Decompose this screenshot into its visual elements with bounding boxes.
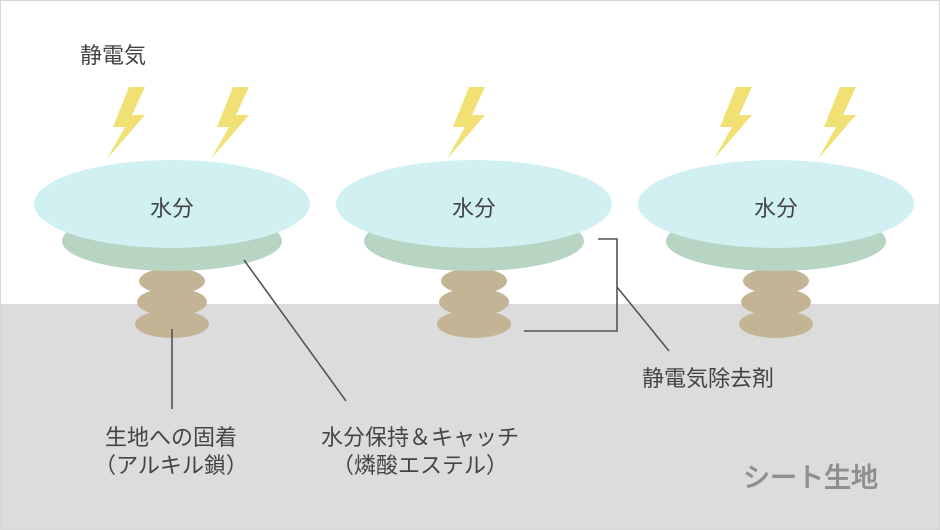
antistatic-molecule-2 bbox=[336, 160, 612, 338]
leader-line-antistatic-agent bbox=[616, 286, 670, 352]
water-label: 水分 bbox=[451, 197, 496, 222]
static-electricity-label: 静電気 bbox=[80, 44, 147, 69]
alkyl-chain-segment bbox=[137, 288, 207, 316]
alkyl-chain-segment bbox=[441, 268, 507, 294]
alkyl-chain-segment bbox=[135, 310, 209, 338]
anchor-label: 生地への固着 （アルキル鎖） bbox=[71, 425, 271, 480]
lightning-bolt-icon bbox=[211, 87, 249, 159]
water-label: 水分 bbox=[149, 197, 194, 222]
lightning-bolt-icon bbox=[107, 87, 145, 159]
leader-line-moisture bbox=[243, 259, 347, 402]
alkyl-chain-segment bbox=[139, 268, 205, 294]
antistatic-molecule-1 bbox=[34, 160, 310, 338]
moisture-label-line2: （燐酸エステル） bbox=[331, 453, 508, 479]
fabric-surface bbox=[1, 304, 939, 529]
water-label: 水分 bbox=[753, 197, 798, 222]
water-droplet bbox=[336, 160, 612, 248]
anchor-label-line2: （アルキル鎖） bbox=[94, 453, 248, 479]
moisture-label-line1: 水分保持＆キャッチ bbox=[320, 426, 519, 451]
alkyl-chain-segment bbox=[743, 268, 809, 294]
water-droplet bbox=[638, 160, 914, 248]
alkyl-chain-segment bbox=[739, 310, 813, 338]
lightning-bolt-icon bbox=[714, 87, 752, 159]
lightning-bolt-icon bbox=[447, 87, 485, 159]
bracket-antistatic-agent bbox=[524, 238, 618, 332]
water-droplet bbox=[34, 160, 310, 248]
alkyl-chain-segment bbox=[437, 310, 511, 338]
moisture-label: 水分保持＆キャッチ （燐酸エステル） bbox=[285, 425, 555, 480]
anchor-label-line1: 生地への固着 bbox=[104, 426, 237, 451]
alkyl-chain-segment bbox=[741, 288, 811, 316]
antistatic-agent-label: 静電気除去剤 bbox=[642, 367, 775, 392]
fabric-label: シート生地 bbox=[743, 463, 878, 494]
alkyl-chain-segment bbox=[439, 288, 509, 316]
antistatic-molecule-3 bbox=[638, 160, 914, 338]
lightning-bolt-icon bbox=[818, 87, 856, 159]
